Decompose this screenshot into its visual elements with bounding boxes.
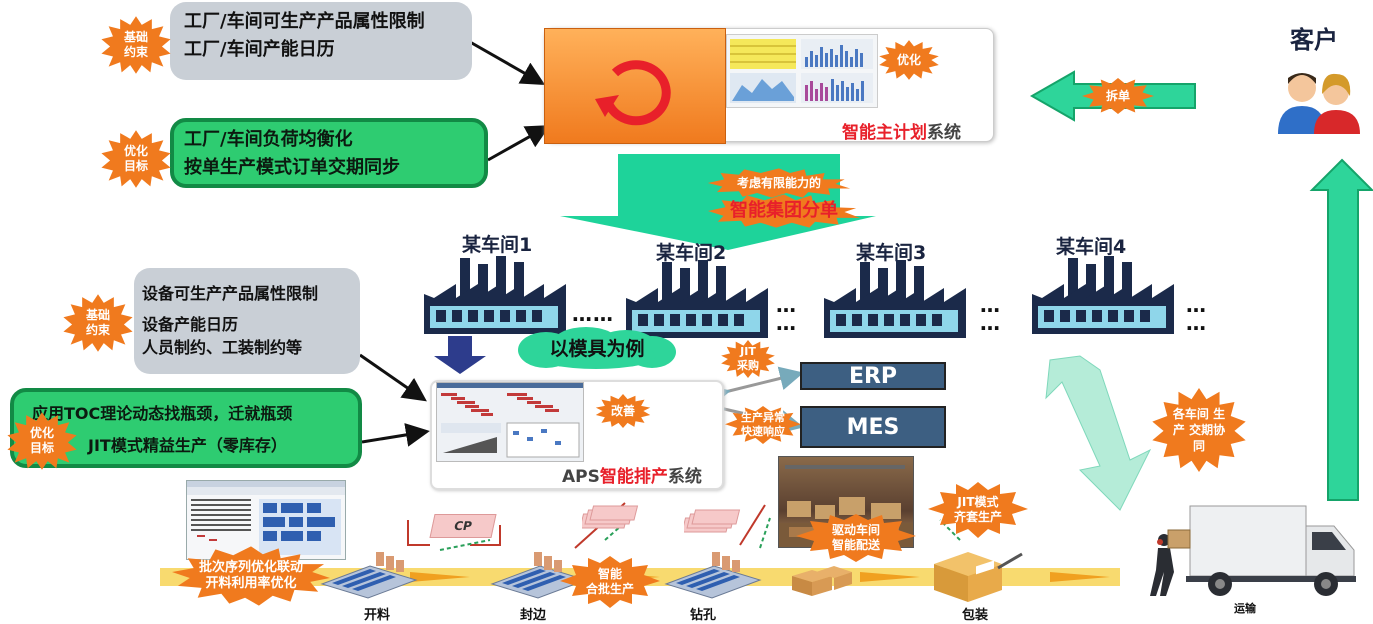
factory-icon-4: [1032, 256, 1174, 334]
mid-constraint-line1: 设备可生产产品属性限制: [142, 284, 319, 303]
workshop-3-dots: … …: [980, 293, 1001, 335]
split-order-badge: 拆单: [1082, 78, 1154, 114]
cp-card: CP: [429, 514, 497, 538]
aps-down-arrow: [434, 336, 486, 374]
delivery-truck-icon: [1150, 505, 1356, 596]
cutting-software-graphic: [187, 481, 345, 555]
mid-constraint-badge: 基础 约束: [62, 294, 134, 352]
mid-constraint-line2: 设备产能日历: [142, 315, 239, 335]
customer-label: 客户: [1290, 26, 1338, 54]
factory-icon-1: [424, 256, 566, 334]
example-label: 以模具为例: [549, 338, 645, 360]
master-plan-thumbnail: [726, 34, 878, 108]
workshop-4-title: 某车间4: [1056, 236, 1127, 258]
aps-title: APS智能排产系统: [562, 467, 702, 487]
carton-boxes-icon: [792, 566, 852, 596]
workshop-2-title: 某车间2: [656, 242, 727, 264]
up-arrow: [1309, 158, 1373, 501]
group-split-subtitle-badge: 考虑有限能力的: [706, 168, 852, 198]
dashboard-thumbnail-graphic: [730, 39, 873, 103]
cp-flow-right: [470, 525, 501, 546]
erp-box: ERP: [800, 362, 946, 390]
smart-batch-badge: 智能 合批生产: [560, 556, 660, 608]
jit-kit-badge: JIT模式 齐套生产: [926, 482, 1030, 538]
optimize-badge: 优化: [878, 40, 940, 80]
band-arrow-4: [1050, 572, 1110, 582]
drilling-machine-icon: [664, 552, 762, 599]
arrow-top-green: [487, 125, 551, 162]
mid-constraint-line3: 人员制约、工装制约等: [142, 338, 303, 358]
flow-green-2: [604, 517, 631, 541]
batch-optimization-badge: 批次序列优化联动 开料利用率优化: [172, 546, 330, 606]
cutting-software-thumbnail: [186, 480, 346, 560]
transport-label: 运输: [1234, 602, 1256, 615]
step-drilling: 钻孔: [690, 608, 717, 623]
workshop-2-dots: … …: [776, 293, 797, 335]
workshop-3-title: 某车间3: [856, 242, 927, 264]
mid-goal-box: 应用TOC理论动态找瓶颈，迁就瓶颈 JIT模式精益生产（零库存）: [10, 388, 362, 468]
step-packing: 包装: [962, 608, 989, 623]
cutting-machine-icon: [320, 552, 418, 599]
top-goal-box: 工厂/车间负荷均衡化 按单生产模式订单交期同步: [170, 118, 488, 188]
mes-box: MES: [800, 406, 946, 448]
diagonal-arrow: [1045, 355, 1152, 511]
step-edge-banding: 封边: [520, 608, 547, 623]
top-constraint-box: 工厂/车间可生产产品属性限制 工厂/车间产能日历: [170, 2, 472, 80]
arrow-aps-erp: [704, 366, 804, 408]
arrow-top-gray: [469, 40, 546, 85]
paper-stack-1: [582, 505, 639, 529]
top-constraint-badge: 基础 约束: [100, 16, 172, 74]
mid-constraint-box: 设备可生产产品属性限制 设备产能日历 人员制约、工装制约等: [134, 268, 360, 374]
cp-flow-left: [407, 520, 430, 546]
paper-stack-2: [684, 509, 741, 533]
top-constraint-line2: 工厂/车间产能日历: [184, 38, 335, 60]
top-goal-badge: 优化 目标: [100, 130, 172, 188]
band-arrow-1: [410, 572, 470, 582]
cp-label: CP: [452, 519, 474, 533]
master-plan-cycle-tile: [544, 28, 726, 144]
band-arrow-3: [860, 572, 920, 582]
cloud-shape: [518, 327, 676, 369]
master-plan-title: 智能主计划系统: [842, 123, 961, 143]
factory-icon-3: [824, 260, 966, 338]
improve-badge: 改善: [594, 394, 652, 428]
workshop-1-title: 某车间1: [462, 234, 533, 256]
jit-purchase-badge: JIT 采购: [720, 340, 776, 378]
gantt-thumbnail-graphic: [437, 383, 583, 458]
mid-goal-line1: 应用TOC理论动态找瓶颈，迁就瓶颈: [32, 404, 293, 423]
package-icon: [934, 552, 1023, 602]
mid-goal-badge: 优化 目标: [6, 412, 78, 470]
example-cloud: 以模具为例: [516, 326, 678, 370]
top-constraint-line1: 工厂/车间可生产产品属性限制: [184, 11, 425, 32]
factory-icon-2: [626, 260, 768, 338]
top-goal-line1: 工厂/车间负荷均衡化: [184, 129, 353, 150]
fast-response-badge: 生产异常 快速响应: [722, 406, 804, 444]
arrow-mid-green: [361, 423, 430, 447]
drive-distribution-badge: 驱动车间 智能配送: [796, 514, 916, 562]
arrow-mid-gray: [359, 353, 427, 402]
top-goal-line2: 按单生产模式订单交期同步: [184, 156, 400, 178]
step-cutting: 开料: [364, 608, 391, 623]
refresh-icon: [595, 60, 671, 126]
group-split-title-badge: 智能集团分单: [706, 194, 862, 228]
workshop-4-dots: … …: [1186, 293, 1207, 335]
workshop-1-dots: ……: [572, 302, 614, 326]
customer-icon: [1278, 73, 1360, 134]
aps-thumbnail: [436, 382, 584, 462]
flow-red-3: [739, 504, 766, 546]
mid-goal-line2: JIT模式精益生产（零库存）: [88, 436, 287, 455]
delivery-sync-badge: 各车间 生 产 交期协 同: [1152, 388, 1246, 472]
flow-green-1: [439, 539, 491, 551]
flow-green-3: [759, 517, 771, 549]
